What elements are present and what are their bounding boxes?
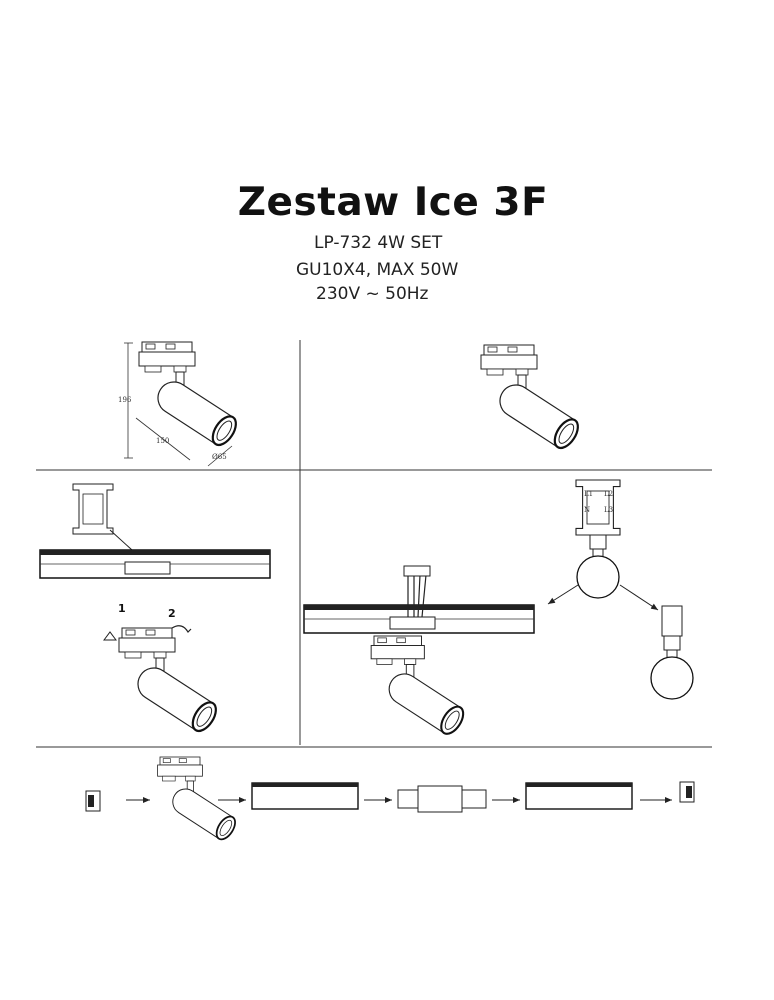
power-spec: 230V ~ 50Hz bbox=[316, 284, 429, 304]
push-up-icon bbox=[103, 631, 117, 641]
connector-l1: L1 bbox=[584, 490, 593, 498]
connector-l2: L2 bbox=[604, 490, 613, 498]
step-1-label: 1 bbox=[118, 602, 126, 615]
bulb-spec: GU10X4, MAX 50W bbox=[296, 260, 459, 280]
wiring-drawing: L1 L2 N L3 bbox=[303, 479, 694, 739]
connector-l3: L3 bbox=[604, 506, 613, 514]
page-title: Zestaw Ice 3F bbox=[237, 180, 549, 225]
diameter-dimension: Ø65 bbox=[212, 453, 227, 461]
connector-n: N bbox=[584, 506, 590, 514]
track-mounting-drawing: 1 2 bbox=[39, 483, 271, 737]
assembly-sequence-drawing bbox=[85, 756, 695, 844]
spotlight-dimensions-drawing: 196 150 Ø65 bbox=[118, 340, 242, 467]
length-dimension: 150 bbox=[156, 437, 169, 445]
spotlight-view-drawing bbox=[479, 343, 584, 454]
height-dimension: 196 bbox=[118, 396, 132, 404]
rotate-icon bbox=[171, 625, 192, 633]
step-2-label: 2 bbox=[168, 607, 176, 620]
model-code: LP-732 4W SET bbox=[314, 233, 443, 253]
